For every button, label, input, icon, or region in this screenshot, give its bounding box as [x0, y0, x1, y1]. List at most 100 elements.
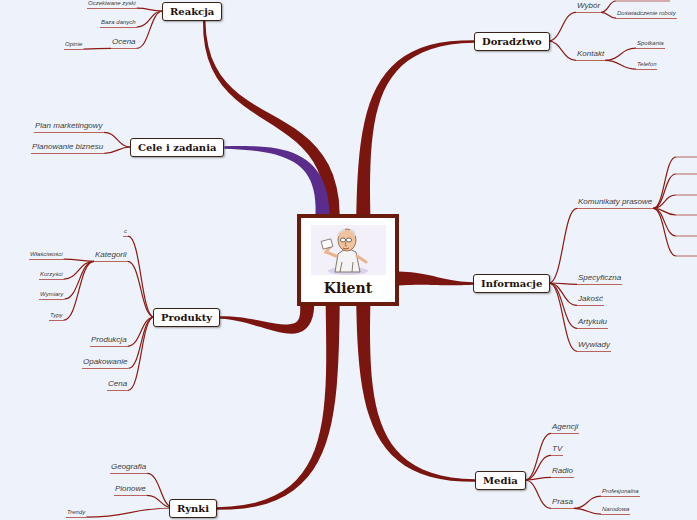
underline: [616, 1, 670, 2]
topic-label: Narodowa: [601, 506, 630, 515]
branch-connector: [220, 306, 314, 334]
branch-title: Doradztwo: [482, 36, 542, 47]
topic-label: Specyficzna: [577, 274, 622, 285]
underline: [676, 236, 697, 237]
leader-line: [549, 283, 577, 351]
leader-line: [64, 259, 94, 261]
leader-line: [574, 508, 601, 514]
leader-line: [128, 317, 154, 390]
branch-title: Cele i zadania: [138, 142, 216, 153]
leader-line: [137, 8, 163, 11]
leader-line: [605, 60, 636, 69]
branch-title: Reakcja: [170, 6, 214, 17]
topic-label: Agencji: [551, 423, 579, 434]
central-title: Klient: [301, 280, 395, 296]
leader-line: [574, 496, 601, 508]
leader-line: [601, 12, 616, 18]
leader-line: [525, 477, 551, 480]
leader-line: [653, 157, 676, 208]
leader-line: [137, 11, 163, 27]
topic-label: Wywiady: [577, 341, 611, 352]
topic-label: Cena: [107, 380, 128, 391]
topic-label: Planowanie biznesu: [31, 143, 104, 154]
branch-title: Rynki: [177, 503, 209, 514]
branch-connector: [217, 306, 340, 510]
underline: [676, 215, 697, 216]
topic-label: Opakowanie: [82, 358, 128, 369]
topic-label: TV: [551, 445, 563, 456]
leader-line: [549, 208, 577, 283]
center-fill: [297, 214, 399, 306]
leader-line: [601, 1, 616, 12]
topic-label: Baza danych: [100, 19, 137, 28]
leader-line: [548, 12, 576, 41]
topic-label: Oczekiwane zyski: [87, 0, 137, 9]
central-topic: Klient: [297, 214, 399, 306]
topic-label: Typy: [49, 312, 64, 321]
topic-label: Doświadczenie roboty: [616, 10, 677, 19]
underline: [676, 157, 697, 158]
topic-label: Spotkania: [636, 40, 665, 49]
branch-box: Doradztwo: [474, 32, 550, 51]
branch-title: Informacje: [481, 278, 542, 289]
topic-label: Kategorii: [94, 251, 128, 262]
branch-connector: [203, 21, 340, 214]
topic-label: Profesjonalna: [601, 488, 640, 497]
branch-connector: [224, 146, 329, 214]
topic-label: Artykułu: [577, 318, 608, 329]
underline: [676, 195, 697, 196]
leader-line: [128, 261, 154, 317]
leader-line: [137, 11, 163, 48]
topic-label: Plan marketingowy: [34, 122, 104, 133]
leader-line: [525, 480, 551, 508]
branch-box: Informacje: [473, 274, 550, 293]
branch-box: Cele i zadania: [130, 138, 224, 157]
branch-box: Rynki: [169, 499, 217, 518]
topic-label: Komunikaty prasowe: [577, 198, 653, 209]
topic-label: Telefon: [636, 61, 657, 70]
branch-connector: [356, 40, 474, 214]
underline: [676, 174, 697, 175]
branch-title: Produkty: [161, 312, 212, 323]
leader-line: [64, 261, 94, 299]
topic-label: Kontakt: [576, 50, 605, 61]
leader-line: [128, 236, 154, 317]
branch-box: Produkty: [153, 308, 220, 327]
topic-label: Opinie: [64, 41, 83, 50]
topic-label: Wybór: [576, 2, 601, 13]
topic-label: Trendy: [66, 509, 86, 518]
leader-line: [525, 433, 551, 480]
leader-line: [104, 147, 131, 153]
leader-line: [83, 48, 111, 50]
topic-label: Korzyści: [39, 271, 64, 280]
client-cartoon: [311, 225, 386, 275]
leader-line: [86, 508, 174, 517]
branch-connector: [399, 271, 473, 285]
topic-label: Pionowe: [114, 485, 147, 496]
underline: [676, 256, 697, 257]
leader-line: [548, 41, 576, 60]
leader-line: [653, 195, 676, 208]
topic-label: Produkcja: [90, 336, 128, 347]
branch-title: Media: [483, 475, 518, 486]
leader-line: [653, 208, 676, 256]
topic-label: Wymiary: [39, 291, 64, 300]
leader-line: [549, 283, 577, 328]
topic-label: Jakość: [577, 295, 604, 306]
topic-label: Ocena: [111, 38, 137, 49]
branch-connector: [356, 306, 475, 482]
topic-label: Prasa: [551, 498, 574, 509]
branch-box: Reakcja: [162, 2, 222, 21]
leader-line: [64, 261, 94, 320]
leader-line: [129, 317, 155, 368]
topic-label: c: [123, 228, 128, 237]
topic-label: Radio: [551, 467, 574, 478]
leader-line: [525, 455, 551, 480]
topic-label: Właściwości: [29, 251, 64, 260]
topic-label: Geografia: [110, 463, 147, 474]
leader-line: [653, 174, 676, 208]
